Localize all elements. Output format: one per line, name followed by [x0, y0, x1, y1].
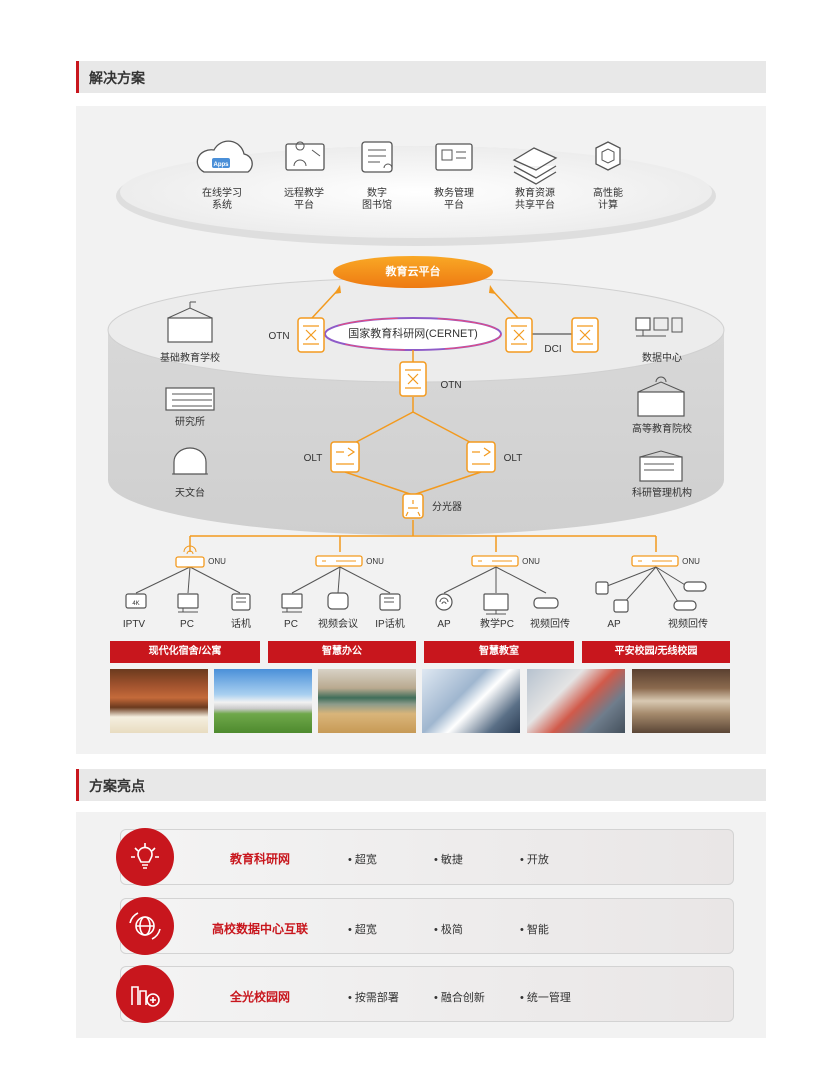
app-label-digital-library: 数字 图书馆 [362, 188, 392, 211]
dci-label: DCI [544, 344, 562, 355]
onu-label-4: ONU [682, 557, 700, 566]
highlight-title-dci: 高校数据中心互联 [211, 922, 308, 936]
site-basic-school: 基础教育学校 [160, 353, 220, 364]
observatory-icon [173, 447, 207, 475]
category-dormitory: 现代化宿舍/公寓 [110, 641, 260, 663]
highlight-title-research-net: 教育科研网 [229, 852, 290, 866]
apps-cloud-icon [196, 140, 253, 173]
section-header-highlights: 方案亮点 [76, 769, 766, 801]
endpoint-ap-2: AP [607, 619, 621, 630]
academic-admin-icon [435, 143, 473, 171]
camera-icon-3 [673, 600, 697, 611]
highlight-feature: • 开放 [520, 854, 549, 866]
network-cylinder [108, 330, 724, 535]
endpoint-video-backhaul: 视频回传 [530, 619, 570, 630]
splitter-device [402, 493, 424, 519]
pc-icon-2 [281, 593, 303, 609]
splitter-label: 分光器 [432, 502, 462, 513]
photo-card-payment [527, 669, 625, 733]
cloud-platform-pill [333, 256, 493, 288]
highlight-feature: • 敏捷 [434, 854, 463, 866]
camera-icon [533, 597, 559, 609]
highlight-feature: • 极简 [434, 924, 463, 936]
ap-icon-3 [613, 599, 629, 613]
ap-icon-2 [595, 581, 609, 595]
cernet-label: 国家教育科研网(CERNET) [348, 328, 478, 340]
highlight-feature: • 融合创新 [434, 992, 485, 1004]
site-university: 高等教育院校 [632, 424, 692, 435]
site-observatory: 天文台 [175, 488, 205, 499]
onu-label-2: ONU [366, 557, 384, 566]
highlight-feature: • 按需部署 [348, 992, 399, 1004]
highlight-title-campus: 全光校园网 [229, 990, 290, 1004]
olt-device-left [330, 441, 360, 473]
basic-school-icon [167, 317, 213, 343]
highlight-feature: • 超宽 [348, 924, 377, 936]
data-center-icon [635, 317, 651, 331]
app-label-resource-sharing: 教育资源 共享平台 [515, 188, 555, 211]
campus-building-icon [116, 965, 174, 1023]
category-safe-campus: 平安校园/无线校园 [582, 641, 730, 663]
photo-campus-building [214, 669, 312, 733]
highlight-feature: • 统一管理 [520, 992, 571, 1004]
cloud-platform-label: 教育云平台 [385, 266, 441, 278]
endpoint-phone: 话机 [231, 619, 251, 630]
endpoint-teaching-pc: 教学PC [480, 619, 514, 630]
onu-device-1 [175, 556, 205, 568]
lightbulb-icon [116, 828, 174, 886]
olt-label-left: OLT [303, 453, 323, 464]
remote-teaching-icon [285, 143, 325, 171]
teaching-pc-icon [483, 593, 509, 611]
site-research-admin: 科研管理机构 [632, 488, 692, 499]
section-title: 解决方案 [89, 70, 145, 86]
site-data-center: 数据中心 [642, 353, 682, 364]
onu-label-1: ONU [208, 557, 226, 566]
camera-icon-2 [683, 581, 707, 592]
resource-sharing-icon [512, 147, 558, 185]
photo-reading-room [632, 669, 730, 733]
network-diagram [107, 140, 725, 615]
highlight-feature: • 超宽 [348, 854, 377, 866]
iptv-icon [125, 593, 147, 609]
photo-classroom [318, 669, 416, 733]
video-conference-icon [327, 592, 349, 610]
hpc-icon [595, 141, 621, 171]
highlight-card-dci [120, 898, 734, 954]
iptv-4k-badge: 4K [132, 601, 140, 607]
endpoint-pc-1: PC [180, 619, 194, 630]
category-smart-office: 智慧办公 [268, 641, 416, 663]
digital-library-icon [361, 141, 393, 173]
olt-device-right [466, 441, 496, 473]
photo-lab-microscope [422, 669, 520, 733]
section-title: 方案亮点 [89, 778, 145, 794]
otn-label-center: OTN [440, 380, 462, 391]
app-label-remote-teaching: 远程教学 平台 [284, 188, 324, 211]
photo-library-books [110, 669, 208, 733]
category-smart-classroom: 智慧教室 [424, 641, 574, 663]
pc-icon [177, 593, 199, 609]
research-institute-icon [165, 387, 215, 411]
globe-icon [116, 897, 174, 955]
olt-label-right: OLT [503, 453, 523, 464]
onu-label-3: ONU [522, 557, 540, 566]
apps-badge: Apps [213, 162, 229, 168]
highlight-feature: • 智能 [520, 924, 549, 936]
endpoint-ip-phone: IP话机 [375, 619, 405, 630]
endpoint-video-backhaul-2: 视频回传 [668, 619, 708, 630]
endpoint-ap-1: AP [437, 619, 451, 630]
site-research-institute: 研究所 [175, 417, 205, 428]
research-admin-icon [639, 456, 683, 482]
app-label-online-learning: 在线学习 系统 [202, 188, 242, 211]
endpoint-video-conf: 视频会议 [318, 619, 358, 630]
app-label-academic-admin: 教务管理 平台 [434, 188, 474, 211]
section-header-solution: 解决方案 [76, 61, 766, 93]
university-icon [637, 391, 685, 417]
endpoint-pc-2: PC [284, 619, 298, 630]
otn-label-left: OTN [268, 331, 290, 342]
highlight-card-campus [120, 966, 734, 1022]
endpoint-iptv: IPTV [122, 619, 146, 630]
app-label-hpc: 高性能 计算 [593, 188, 623, 211]
